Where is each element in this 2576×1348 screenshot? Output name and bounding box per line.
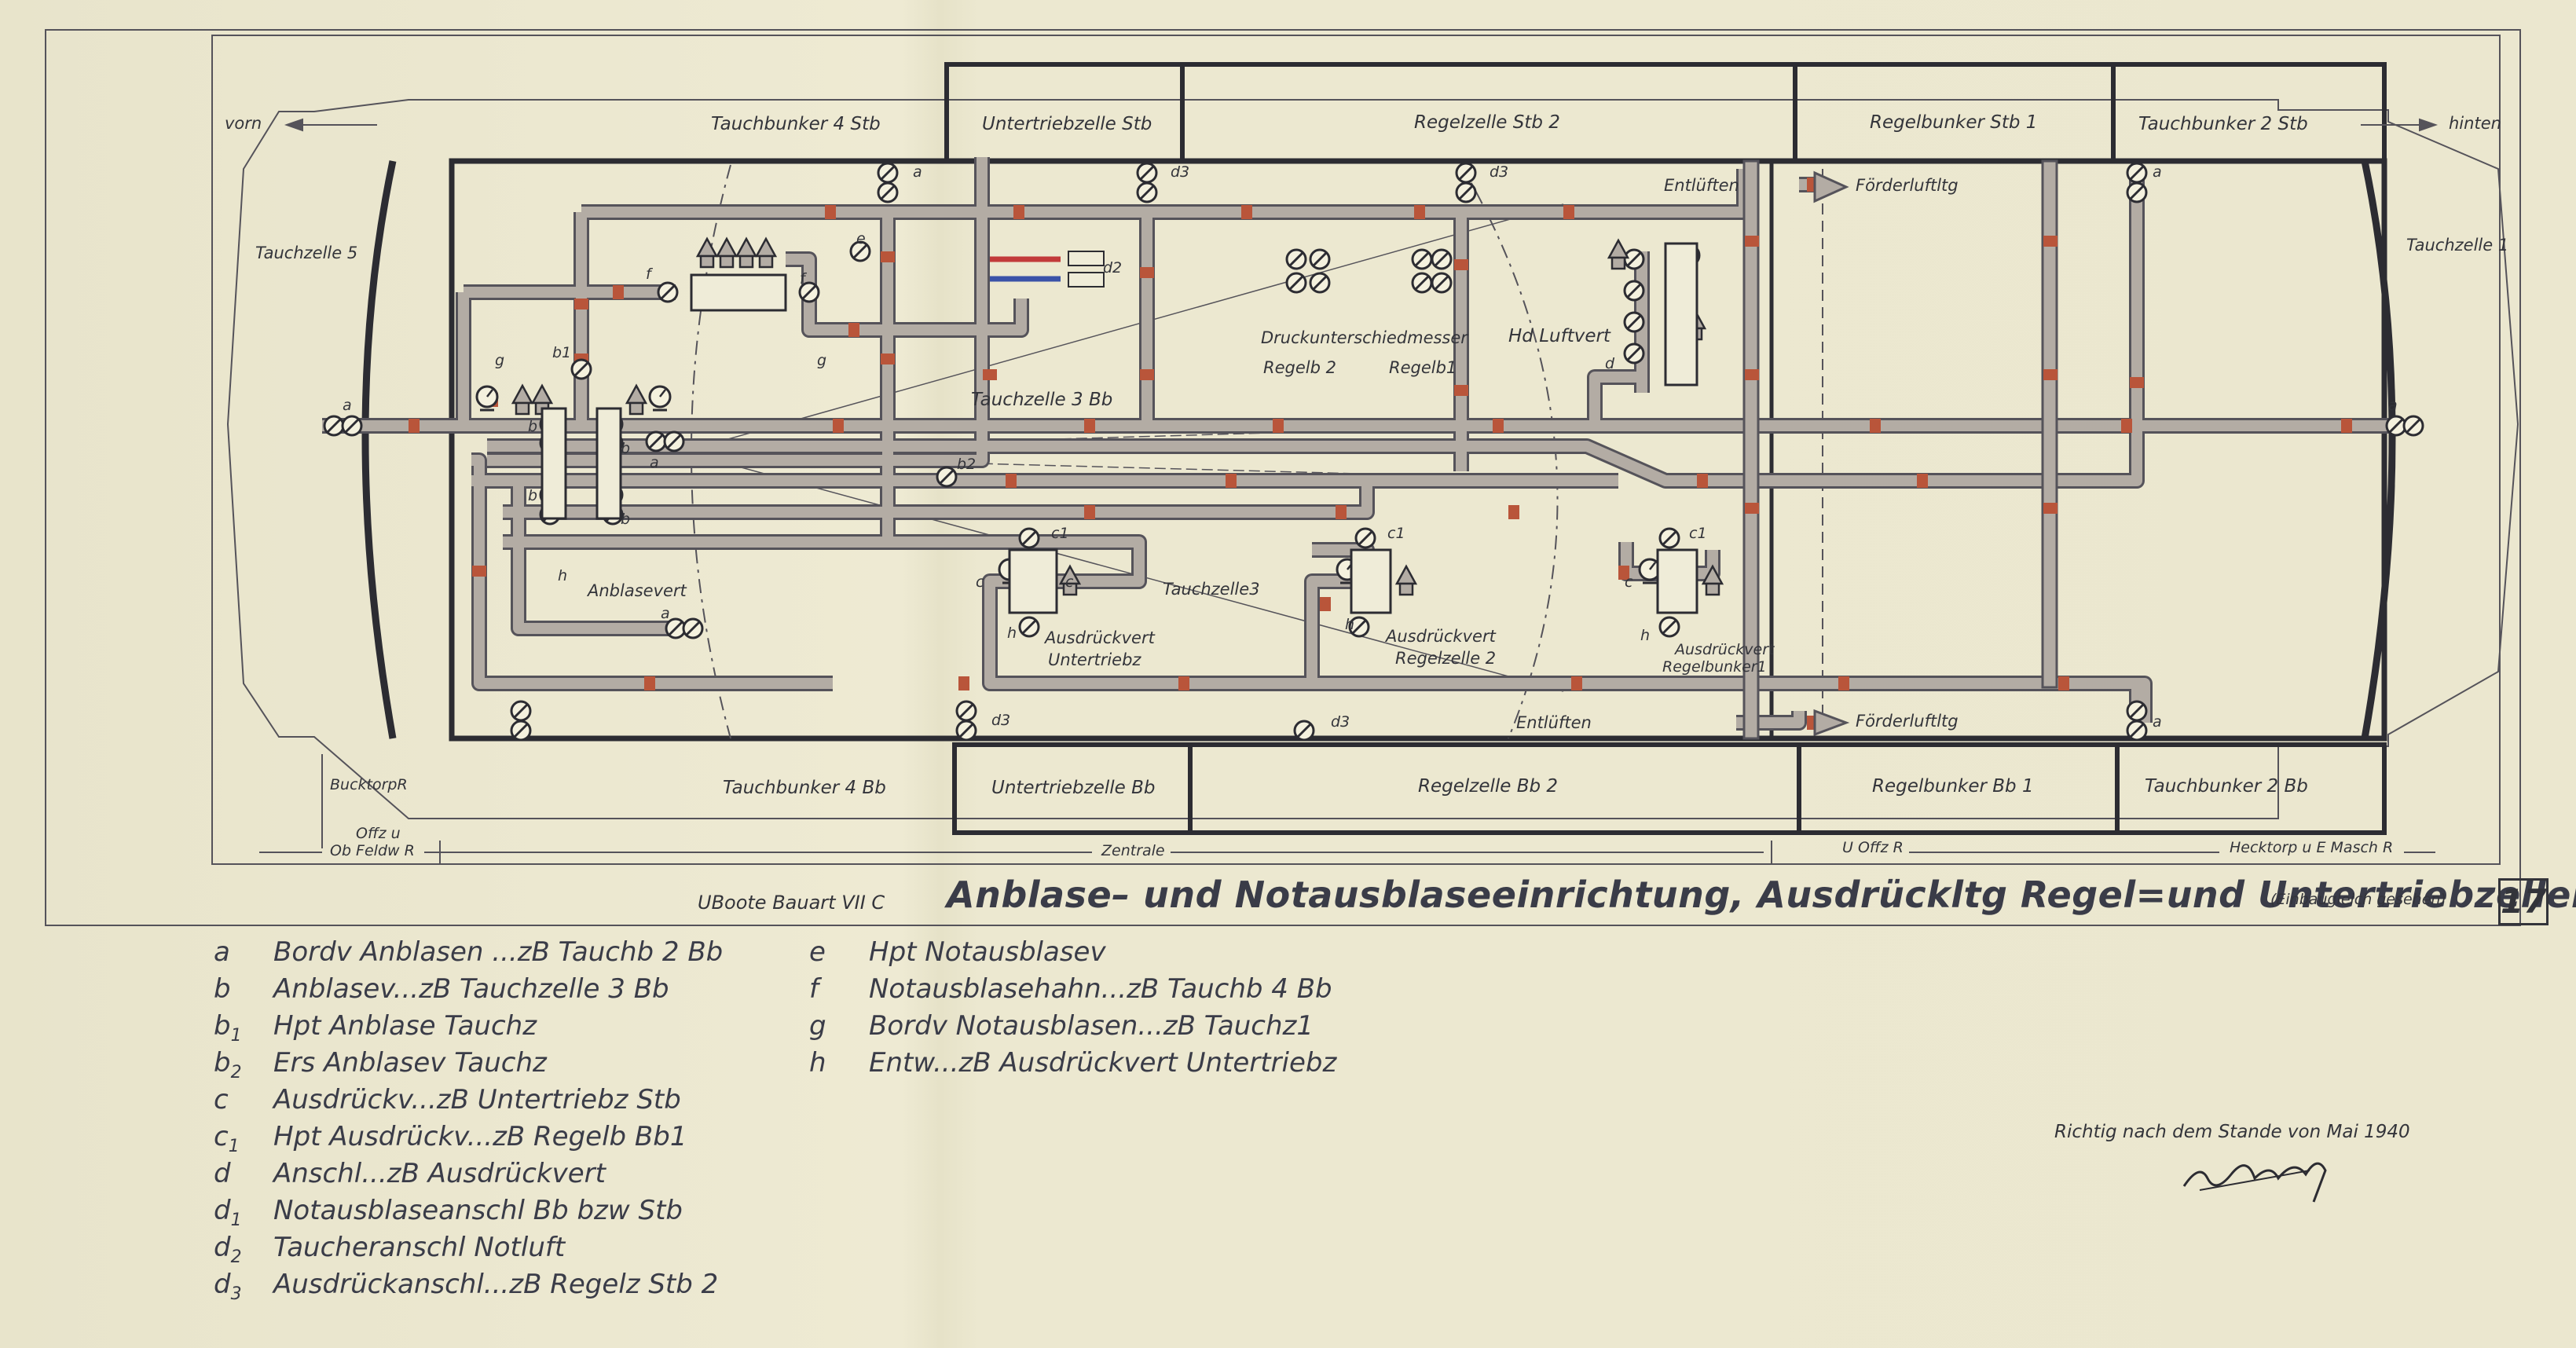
label-hd-luftvert: Hd Luftvert bbox=[1508, 326, 1610, 346]
label-u-offz: U Offz R bbox=[1842, 839, 1904, 856]
label-ausdrueckvert-rb1: Ausdrückvert bbox=[1675, 641, 1775, 658]
foerderluft-inlets bbox=[1813, 170, 1850, 737]
label-regelzelle2: Regelzelle 2 bbox=[1395, 649, 1497, 668]
tank-regelzelle-stb-2: Regelzelle Stb 2 bbox=[1414, 112, 1560, 133]
letter-b: b bbox=[528, 418, 538, 435]
letter-c1: c1 bbox=[1689, 525, 1707, 542]
tank-tauchbunker-2-bb: Tauchbunker 2 Bb bbox=[2145, 776, 2308, 797]
inner-frame bbox=[211, 35, 2501, 865]
letter-h: h bbox=[1007, 625, 1017, 642]
letter-f: f bbox=[800, 270, 805, 288]
pipe-flanges bbox=[409, 178, 2352, 730]
letter-c1: c1 bbox=[1387, 525, 1405, 542]
tank-tauchbunker-4-bb: Tauchbunker 4 Bb bbox=[723, 778, 886, 798]
front-end-cap bbox=[361, 160, 397, 739]
page-number: 17 bbox=[2498, 878, 2549, 925]
letter-a: a bbox=[661, 605, 670, 622]
boat-type: UBoote Bauart VII C bbox=[698, 892, 885, 914]
letter-d3: d3 bbox=[1490, 163, 1509, 181]
distributor-blocks bbox=[540, 242, 1698, 614]
revision-note: Richtig nach dem Stande von Mai 1940 bbox=[2054, 1122, 2410, 1142]
outer-frame bbox=[45, 29, 2521, 926]
letter-d: d bbox=[1605, 355, 1615, 372]
letter-h: h bbox=[558, 567, 568, 584]
label-ausdrueckvert-ut: Ausdrückvert bbox=[1045, 628, 1155, 647]
top-tanks bbox=[944, 62, 2387, 163]
tank-regelbunker-bb-1: Regelbunker Bb 1 bbox=[1872, 776, 2034, 797]
direction-rear: hinten bbox=[2449, 114, 2501, 133]
letter-b: b bbox=[621, 511, 631, 528]
letter-b1: b1 bbox=[552, 344, 572, 361]
diver-connection bbox=[990, 251, 1105, 288]
label-tauchzelle3bb: Tauchzelle 3 Bb bbox=[971, 390, 1113, 410]
drawing-title: Anblase– und Notausblaseeinrichtung, Aus… bbox=[947, 874, 2576, 916]
label-tauchzelle5: Tauchzelle 5 bbox=[255, 244, 358, 262]
label-tauchzelle3: Tauchzelle3 bbox=[1163, 580, 1260, 599]
label-anblasevert: Anblasevert bbox=[588, 581, 687, 600]
tank-untertriebzelle-bb: Untertriebzelle Bb bbox=[991, 778, 1156, 798]
letter-a: a bbox=[650, 454, 659, 471]
letter-f: f bbox=[646, 266, 651, 283]
tank-untertriebzelle-stb: Untertriebzelle Stb bbox=[982, 114, 1152, 134]
pipe-network bbox=[322, 157, 2396, 731]
letter-c: c bbox=[1625, 573, 1633, 591]
letter-a: a bbox=[343, 397, 352, 414]
label-entlueften-top: Entlüften bbox=[1664, 176, 1739, 195]
letter-d3: d3 bbox=[1171, 163, 1190, 181]
letter-c1: c1 bbox=[1051, 525, 1069, 542]
label-bucktorp: BucktorpR bbox=[330, 776, 408, 793]
letter-d3: d3 bbox=[991, 712, 1011, 729]
drawing-subtitle: (Einbaugleich gesehen) bbox=[2270, 891, 2446, 908]
letter-h: h bbox=[1345, 616, 1355, 633]
tank-regelbunker-stb-1: Regelbunker Stb 1 bbox=[1870, 112, 2038, 133]
label-offz-2: Ob Feldw R bbox=[330, 842, 415, 859]
letter-a: a bbox=[2153, 713, 2162, 731]
label-regelb2: Regelb 2 bbox=[1263, 358, 1336, 377]
label-foerderluft-top: Förderluftltg bbox=[1856, 176, 1959, 195]
letter-e: e bbox=[856, 230, 866, 247]
label-hecktorp: Hecktorp u E Masch R bbox=[2230, 839, 2394, 856]
label-tauchzelle1: Tauchzelle 1 bbox=[2406, 236, 2509, 255]
letter-a: a bbox=[913, 163, 922, 181]
label-entlueften-bottom: Entlüften bbox=[1516, 713, 1592, 732]
letter-b2: b2 bbox=[957, 456, 977, 473]
label-ausdrueckvert-rz2: Ausdrückvert bbox=[1386, 627, 1496, 646]
direction-arrows bbox=[284, 118, 2439, 132]
letter-h: h bbox=[1640, 627, 1651, 644]
letter-g: g bbox=[817, 352, 827, 369]
label-untertriebz: Untertriebz bbox=[1048, 650, 1141, 669]
tank-regelzelle-bb-2: Regelzelle Bb 2 bbox=[1418, 776, 1559, 797]
vertical-trunks bbox=[1742, 159, 2058, 740]
direction-front: vorn bbox=[225, 114, 262, 133]
label-offz-1: Offz u bbox=[356, 825, 401, 842]
label-regelb1: Regelb1 bbox=[1389, 358, 1457, 377]
rear-end-cap bbox=[2361, 160, 2396, 739]
letter-a: a bbox=[2388, 397, 2398, 414]
letter-b: b bbox=[528, 487, 538, 504]
bottom-tanks bbox=[952, 742, 2387, 835]
letter-c: c bbox=[1065, 573, 1074, 591]
letter-d2: d2 bbox=[1103, 259, 1123, 277]
tank-tauchbunker-2-stb: Tauchbunker 2 Stb bbox=[2138, 114, 2308, 134]
label-zentrale: Zentrale bbox=[1101, 842, 1165, 859]
tank-tauchbunker-4-stb: Tauchbunker 4 Stb bbox=[711, 114, 881, 134]
label-regelbunker1: Regelbunker1 bbox=[1662, 658, 1767, 676]
letter-d3: d3 bbox=[1331, 713, 1350, 731]
label-foerderluft-bottom: Förderluftltg bbox=[1856, 712, 1959, 731]
letter-b: b bbox=[621, 440, 631, 457]
letter-g: g bbox=[495, 352, 505, 369]
letter-a: a bbox=[2153, 163, 2162, 181]
label-druckunterschiedmesser: Druckunterschiedmesser bbox=[1261, 328, 1468, 347]
letter-c: c bbox=[976, 573, 984, 591]
